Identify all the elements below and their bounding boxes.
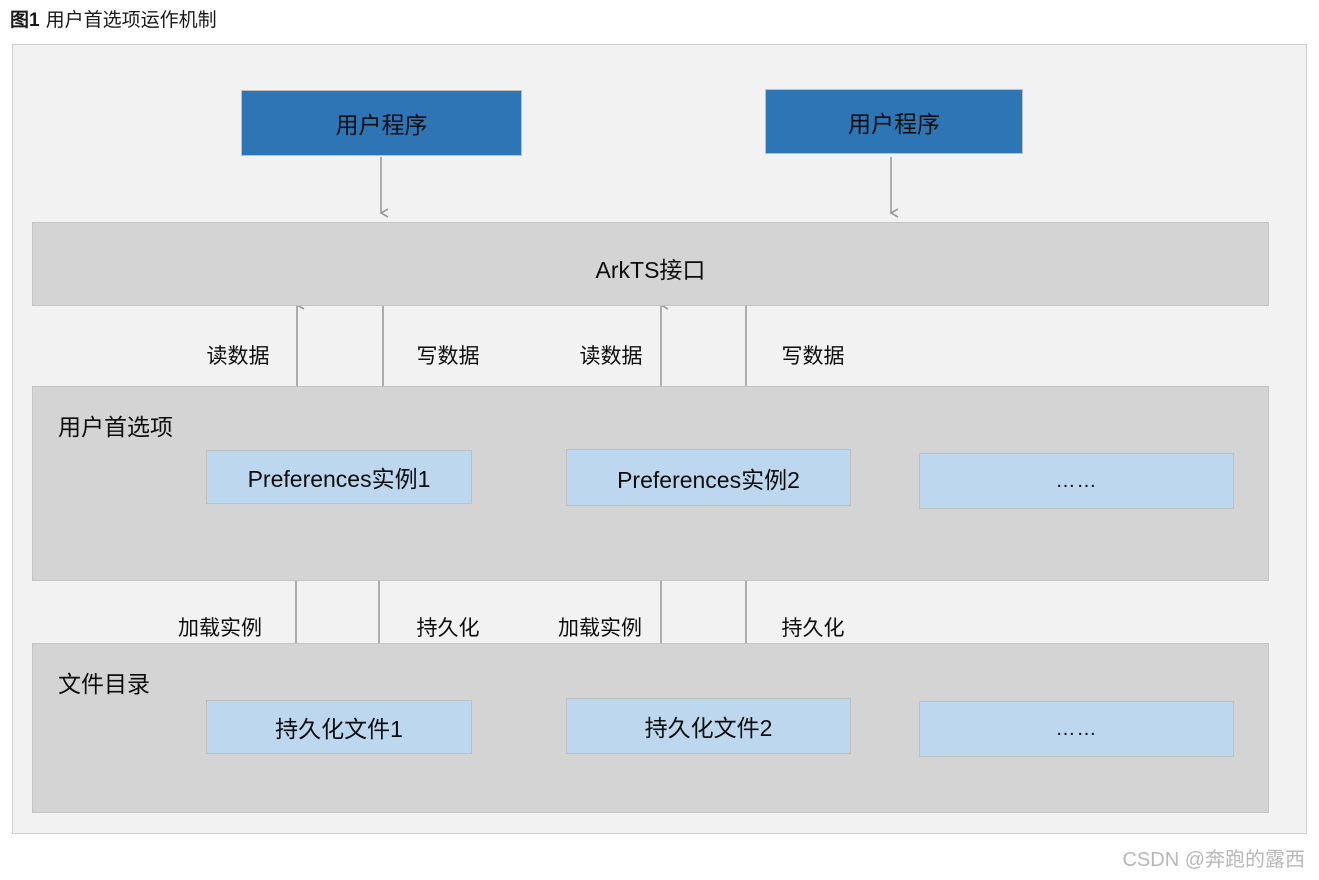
node-user-app-1-label: 用户程序 — [335, 112, 428, 138]
node-persist-file-2[interactable]: 持久化文件2 — [566, 698, 851, 754]
edge-label-load-2: 加载实例 — [558, 617, 642, 640]
band-file-directory-title: 文件目录 — [58, 671, 150, 697]
node-persist-file-2-label: 持久化文件2 — [644, 715, 773, 741]
node-persist-file-more-label: …… — [1055, 717, 1098, 740]
node-persist-file-1-label: 持久化文件1 — [275, 716, 403, 742]
node-user-app-2-label: 用户程序 — [848, 110, 940, 137]
diagram-frame: 用户程序 用户程序 ArkTS接口 读数据 写数据 读数据 写数据 用户首选项 … — [12, 44, 1307, 834]
node-preferences-instance-more[interactable]: …… — [919, 453, 1234, 509]
figure-number: 图1 — [10, 10, 40, 31]
edge-label-load-1: 加载实例 — [178, 617, 262, 640]
watermark: CSDN @奔跑的露西 — [1122, 849, 1305, 871]
edge-label-write-2: 写数据 — [781, 345, 845, 368]
edge-label-read-2: 读数据 — [579, 345, 643, 368]
node-preferences-instance-2-label: Preferences实例2 — [617, 466, 800, 493]
node-user-app-2[interactable]: 用户程序 — [765, 89, 1023, 154]
node-persist-file-more[interactable]: …… — [919, 701, 1234, 757]
node-preferences-instance-1-label: Preferences实例1 — [247, 466, 431, 492]
edge-label-write-1: 写数据 — [416, 345, 480, 368]
band-arktsapi: ArkTS接口 — [32, 222, 1269, 306]
band-arktsapi-label: ArkTS接口 — [595, 257, 706, 283]
node-preferences-instance-2[interactable]: Preferences实例2 — [566, 449, 851, 506]
edge-label-persist-2: 持久化 — [781, 617, 845, 640]
edge-label-persist-1: 持久化 — [416, 617, 480, 640]
figure-title: 用户首选项运作机制 — [45, 10, 217, 31]
edge-label-read-1: 读数据 — [206, 345, 270, 368]
node-user-app-1[interactable]: 用户程序 — [241, 90, 522, 156]
node-preferences-instance-more-label: …… — [1055, 469, 1098, 492]
node-preferences-instance-1[interactable]: Preferences实例1 — [206, 450, 472, 504]
band-preferences-title: 用户首选项 — [58, 414, 173, 440]
node-persist-file-1[interactable]: 持久化文件1 — [206, 700, 472, 754]
